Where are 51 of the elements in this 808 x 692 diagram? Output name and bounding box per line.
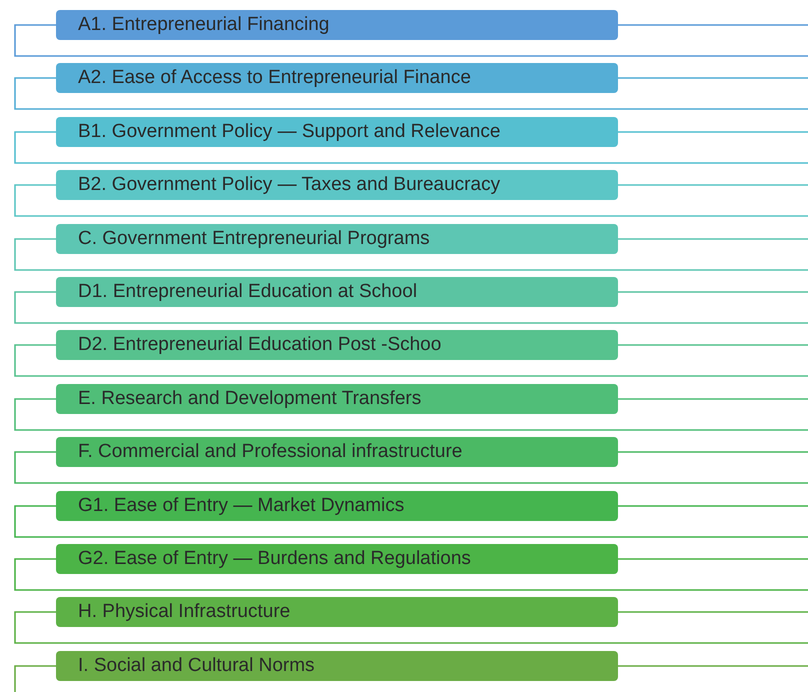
connector-line <box>14 451 808 484</box>
category-label: G1. Ease of Entry — Market Dynamics <box>78 494 404 517</box>
connector-line <box>14 77 808 110</box>
connector-line <box>14 611 808 644</box>
category-bar <box>56 10 618 40</box>
category-bar <box>56 330 618 360</box>
category-bar <box>56 116 618 147</box>
category-bar <box>56 277 618 307</box>
category-bar <box>56 544 618 574</box>
connector-line <box>618 398 808 400</box>
connector-line <box>618 238 808 240</box>
category-label: D1. Entrepreneurial Education at School <box>78 281 418 303</box>
category-label: B2. Government Policy — Taxes and Bureaucracy <box>78 174 500 196</box>
connector-line <box>618 611 808 613</box>
category-label: A2. Ease of Access to Entrepreneurial Finance <box>78 67 471 90</box>
connector-line <box>618 505 808 507</box>
connector-line <box>618 184 808 186</box>
connector-line <box>14 238 808 271</box>
connector-line <box>14 398 808 431</box>
category-label: C. Government Entrepreneurial Programs <box>78 228 430 250</box>
connector-line <box>618 344 808 346</box>
category-label: A1. Entrepreneurial Financing <box>78 14 330 36</box>
category-label: F. Commercial and Professional infrastructure <box>78 441 462 464</box>
category-label: I. Social and Cultural Norms <box>78 654 315 677</box>
connector-line <box>618 665 808 667</box>
connector-line <box>618 24 808 26</box>
category-label: B1. Government Policy — Support and Relevance <box>78 120 500 143</box>
category-bar <box>56 437 618 468</box>
category-bar <box>56 170 618 200</box>
connector-line <box>14 558 808 591</box>
connector-line <box>618 77 808 79</box>
category-label: G2. Ease of Entry — Burdens and Regulations <box>78 548 471 570</box>
connector-line <box>618 291 808 293</box>
category-bar <box>56 490 618 521</box>
category-bar <box>56 63 618 94</box>
connector-line <box>14 24 808 57</box>
connector-line <box>618 131 808 133</box>
category-label: E. Research and Development Transfers <box>78 388 422 410</box>
category-label: D2. Entrepreneurial Education Post -Schoo <box>78 334 442 356</box>
connector-line <box>14 505 808 538</box>
connector-line <box>14 344 808 377</box>
category-bar <box>56 650 618 681</box>
connector-line <box>14 131 808 164</box>
connector-line <box>618 451 808 453</box>
connector-line <box>14 291 808 324</box>
category-bar <box>56 224 618 254</box>
connector-line <box>618 558 808 560</box>
category-bar <box>56 597 618 628</box>
category-label: H. Physical Infrastructure <box>78 601 290 624</box>
connector-line <box>14 184 808 217</box>
category-bar <box>56 384 618 414</box>
